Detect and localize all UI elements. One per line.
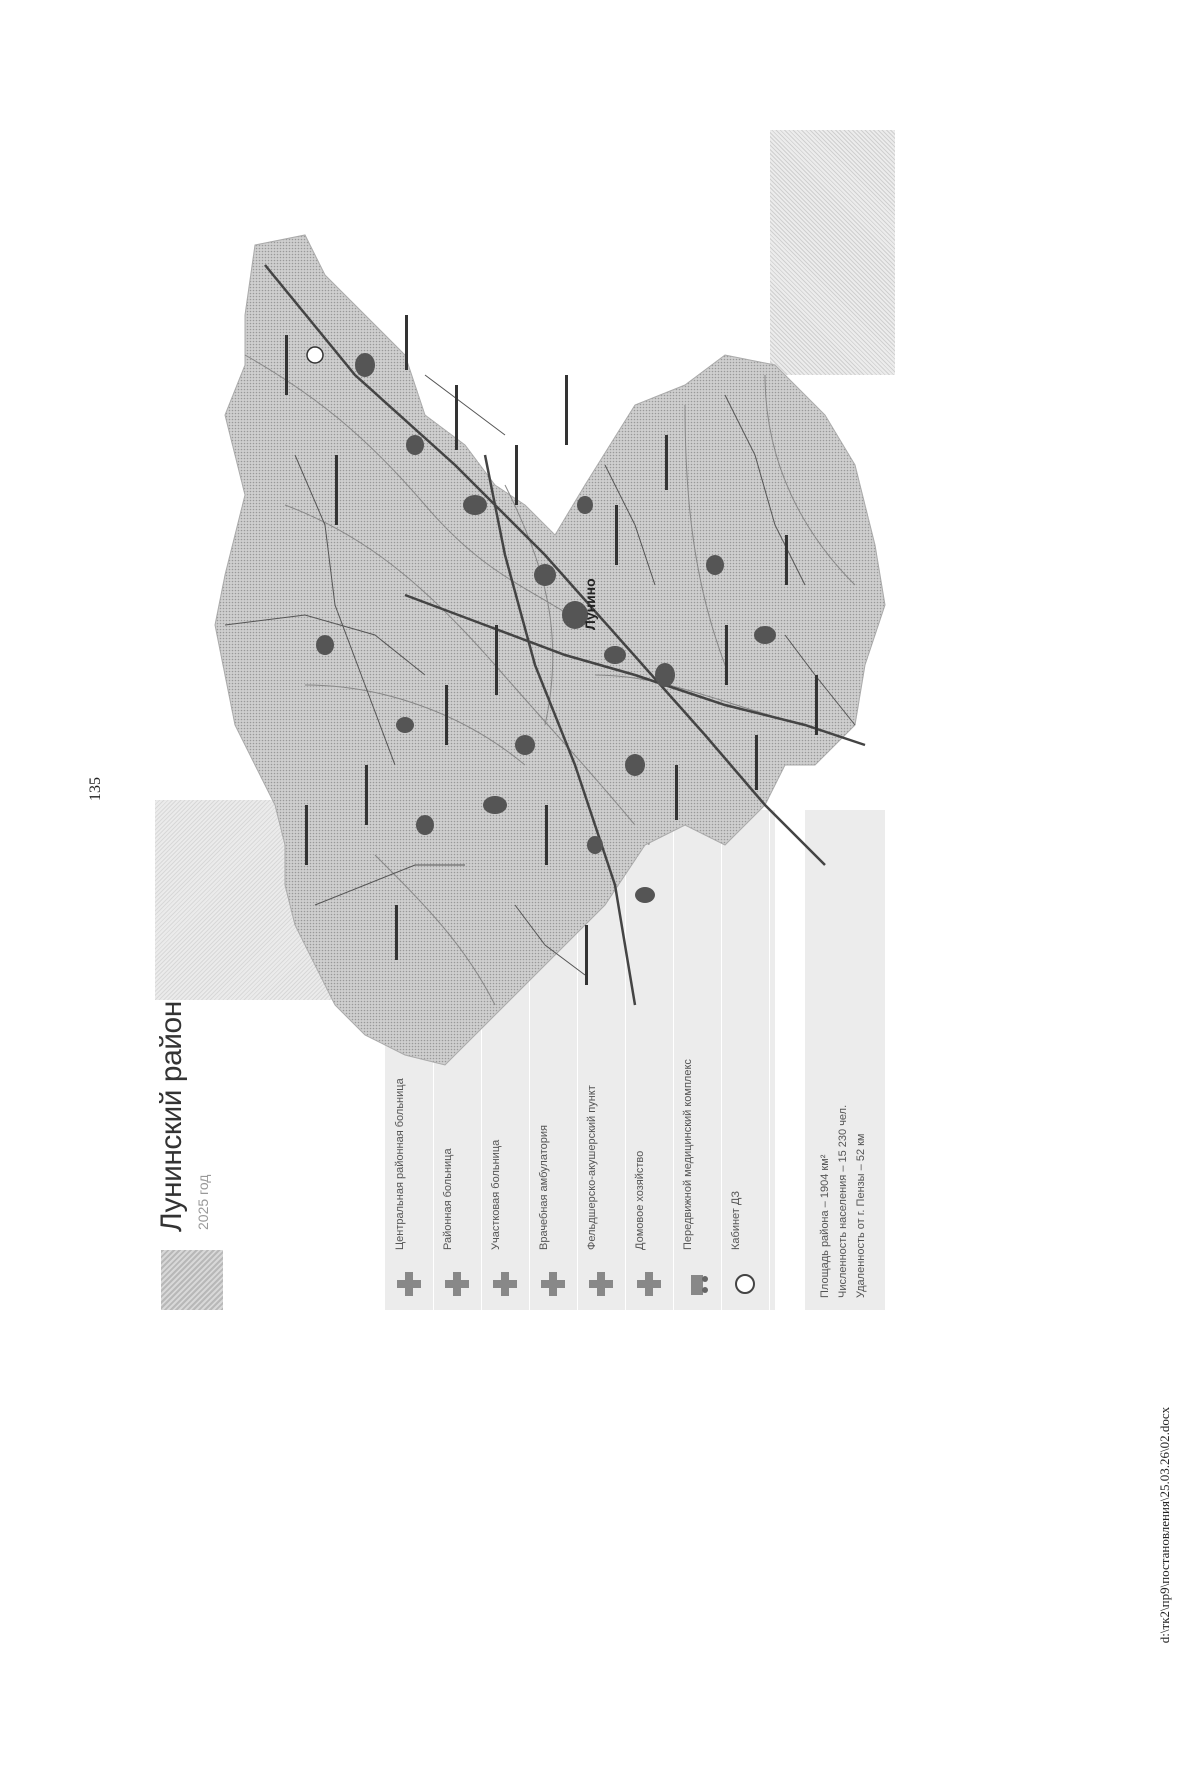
legend-row: Центральная районная больница [385,810,434,1310]
minor-roads [224,374,856,976]
district-swatch [161,1250,223,1310]
cross-icon [635,1270,663,1298]
legend-row: Участковая больница [481,810,530,1310]
legend-row: Передвижной медицинский комплекс [673,810,722,1310]
center-label: Лунино [582,578,598,630]
cross-icon [539,1270,567,1298]
legend-panel: Лунинский район 2025 год Центральная рай… [155,800,885,1310]
stat-distance: Удаленность от г. Пензы – 52 км [855,1133,867,1299]
legend-row: Районная больница1 [433,810,482,1310]
main-roads [264,264,866,1006]
district-map: Лунино [214,234,886,1066]
legend-row: Фельдшерско-акушерский пункт13 [577,810,626,1310]
cross-icon [443,1270,471,1298]
district-subtitle: 2025 год [195,1174,211,1230]
dz-cabinet-marker [306,346,324,364]
cross-icon [491,1270,519,1298]
stat-area: Площадь района – 1904 км² [819,1154,831,1298]
overlay-shade [770,130,895,375]
legend-row: Кабинет ДЗ [721,810,770,1310]
settlement-label-bars [285,315,818,985]
cross-icon [587,1270,615,1298]
legend-row: Врачебная амбулатория1 [529,810,578,1310]
stat-population: Численность населения – 15 230 чел. [837,1104,849,1298]
legend-row: Домовое хозяйство4 [625,810,674,1310]
settlements [316,353,776,903]
footer-path: d:\тк2\пр9\постановления\25.03.26\02.doc… [1157,1406,1172,1644]
cross-icon [395,1270,423,1298]
circle-icon [731,1270,759,1298]
ambulance-icon [683,1270,711,1298]
page-number: 135 [87,777,104,801]
